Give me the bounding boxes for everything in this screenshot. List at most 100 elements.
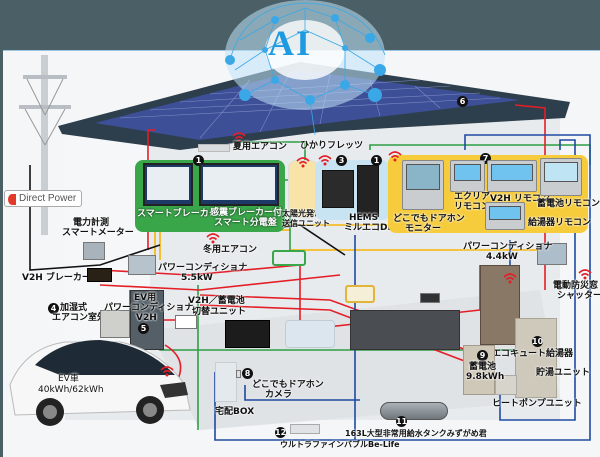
- ecocute-storage-unit: [515, 318, 557, 398]
- ecria-remote-device: [450, 160, 485, 192]
- power-conditioner-55-device: [128, 255, 156, 275]
- ev-car-label-1: EV車: [58, 374, 79, 384]
- wifi-icon: [206, 233, 220, 244]
- hems-label-1: HEMS: [349, 213, 379, 223]
- v2h-remote-device: [487, 160, 537, 192]
- heat-pump-device: [495, 375, 517, 395]
- water-tank-device: [380, 402, 448, 420]
- smart-breaker-label: スマートブレーカー: [137, 209, 218, 219]
- wifi-icon: [160, 366, 174, 377]
- door-monitor-device: [402, 160, 444, 210]
- water-heater-remote-label: 給湯器リモコン: [528, 218, 592, 228]
- marker-8: 8: [242, 368, 253, 379]
- v2h-switch-device: [175, 315, 197, 329]
- solar-unit-label-1: 太陽光発電: [282, 209, 322, 218]
- ev-pcs-v2h-device: [130, 290, 164, 350]
- shutter-label-2: シャッター: [557, 291, 600, 301]
- battery-remote-label: 蓄電池リモコン: [537, 199, 600, 209]
- v2h-switch-label-1: V2H／蓄電池: [188, 296, 245, 306]
- summer-aircon-label: 夏用エアコン: [233, 142, 288, 152]
- sofa-icon: [285, 320, 335, 348]
- door-camera-device: [236, 370, 241, 378]
- hems-label-2: ミルエコDP: [344, 223, 395, 233]
- marker-3: 3: [336, 155, 347, 166]
- seismic-breaker-device: [199, 163, 279, 206]
- power-meter-label-2: スマートメーター: [62, 228, 134, 238]
- door-camera-label-2: カメラ: [265, 390, 293, 400]
- microwave-icon: [420, 293, 440, 303]
- power-conditioner-44-device: [537, 243, 567, 265]
- marker-5: 5: [138, 323, 149, 334]
- shutter-label-1: 電動防災窓: [553, 281, 599, 291]
- marker-10: 10: [532, 336, 544, 347]
- kitchen-counter: [350, 310, 460, 350]
- water-tank-label: 163L大型非常用給水タンクみずがめ君: [345, 429, 487, 438]
- v2h-breaker-device: [87, 268, 112, 282]
- smart-meter-device: [83, 242, 105, 260]
- pcs-44-label-2: 4.4kW: [486, 252, 518, 262]
- winter-aircon-label: 冬用エアコン: [203, 245, 258, 255]
- seismic-panel-location: [272, 250, 306, 266]
- v2h-switch-label-2: 切替ユニット: [192, 307, 247, 317]
- hikari-router: [322, 170, 354, 208]
- marker-1b: 1: [371, 155, 382, 166]
- ev-pcs-label-2: パワーコンディショナ: [104, 303, 194, 313]
- summer-aircon-unit: [198, 144, 230, 152]
- ai-badge: AI: [268, 23, 313, 63]
- v2h-remote-label: V2H リモコン: [490, 194, 550, 204]
- ev-pcs-label-3: V2H: [136, 313, 157, 323]
- wifi-icon: [388, 151, 402, 162]
- wifi-icon: [318, 155, 332, 166]
- marker-6: 6: [457, 96, 468, 107]
- outdoor-aircon-unit: [100, 310, 130, 338]
- wifi-icon: [232, 132, 246, 143]
- ecocute-label: エコキュート給湯器: [492, 349, 574, 359]
- brand-name: Direct Power: [19, 193, 77, 204]
- door-monitor-label-2: モニター: [405, 224, 442, 234]
- humid-aircon-label-1: 加湿式: [60, 303, 88, 313]
- pcs-55-label-1: パワーコンディショナ: [158, 263, 248, 273]
- water-heater-remote-device: [485, 202, 525, 230]
- wifi-icon: [296, 157, 310, 168]
- door-camera-label-1: どこでもドアホン: [252, 380, 324, 390]
- ev-car-label-2: 40kWh/62kWh: [38, 385, 104, 395]
- pcs-44-label-1: パワーコンディショナ: [463, 242, 553, 252]
- hikari-flets-label: ひかりフレッツ: [300, 141, 364, 151]
- wifi-icon: [578, 269, 592, 280]
- delivery-box-label: 宅配BOX: [215, 407, 255, 417]
- power-meter-label-1: 電力計測: [73, 218, 110, 228]
- ecria-remote-label-2: リモコン: [454, 202, 491, 212]
- ecria-remote-label-1: エクリア: [454, 192, 491, 202]
- seismic-breaker-label-2: スマート分電盤: [214, 218, 277, 228]
- marker-9: 9: [477, 350, 488, 361]
- door-monitor-label-1: どこでもドアホン: [393, 214, 465, 224]
- direct-power-logo: Direct Power: [4, 190, 83, 207]
- marker-7: 7: [480, 153, 491, 164]
- ultrafine-bubble-label: ウルトラファインバブルBe-Life: [280, 440, 400, 449]
- seismic-breaker-label-1: 感震ブレーカー付: [210, 208, 283, 218]
- heat-pump-label: ヒートポンプユニット: [492, 399, 582, 409]
- battery-remote-device: [540, 158, 582, 196]
- utility-pole-icon: [19, 55, 71, 235]
- refrigerator-icon: [480, 265, 520, 345]
- marker-1a: 1: [193, 155, 204, 166]
- ev-pcs-label-1: EV用: [134, 293, 157, 303]
- tv-icon: [225, 320, 270, 348]
- marker-4: 4: [48, 303, 59, 314]
- pcs-55-label-2: 5.5kW: [181, 273, 213, 283]
- wifi-icon: [503, 273, 517, 284]
- kitchen-panel: [345, 285, 375, 303]
- v2h-breaker-label: V2H ブレーカー: [22, 273, 91, 283]
- solar-unit-label-2: 送信ユニット: [282, 219, 330, 228]
- smart-breaker-device: [143, 163, 193, 206]
- battery-label-2: 9.8kWh: [466, 372, 505, 382]
- delivery-box-device: [215, 362, 237, 402]
- ultrafine-bubble-device: [290, 424, 320, 434]
- humid-aircon-label-2: エアコン室外機: [52, 313, 116, 323]
- battery-label-1: 蓄電池: [469, 362, 497, 372]
- marker-11: 11: [396, 416, 408, 427]
- ev-car-icon: [9, 340, 191, 426]
- marker-12: 12: [275, 427, 287, 438]
- ai-brain-icon: [225, 0, 386, 136]
